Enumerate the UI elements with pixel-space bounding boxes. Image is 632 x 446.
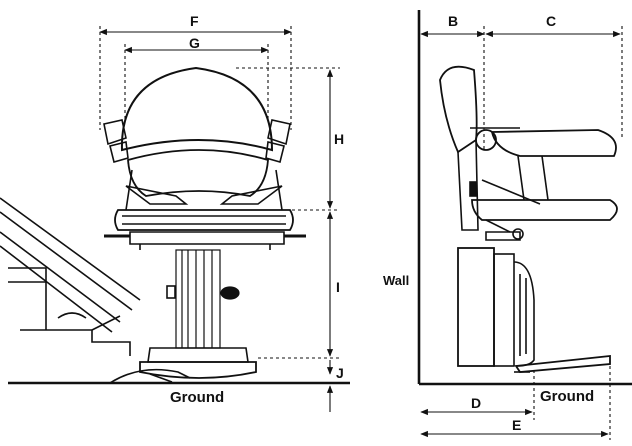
dim-label-b: B xyxy=(448,13,459,29)
dim-label-h: H xyxy=(334,131,345,147)
ground-label-side: Ground xyxy=(540,388,595,405)
column xyxy=(166,249,240,349)
footplate xyxy=(139,361,257,379)
control-knob xyxy=(220,286,240,300)
ground-label-front: Ground xyxy=(170,389,225,406)
side-backrest xyxy=(439,65,478,154)
seat-cushion xyxy=(114,209,294,231)
side-footplate xyxy=(514,354,611,373)
dim-label-g: G xyxy=(189,35,200,51)
side-view xyxy=(417,10,632,386)
dim-label-e: E xyxy=(512,417,522,433)
dim-label-j: J xyxy=(336,365,344,381)
dim-label-d: D xyxy=(471,395,482,411)
dim-label-f: F xyxy=(190,13,199,29)
dim-label-c: C xyxy=(546,13,557,29)
dim-label-i: I xyxy=(336,279,340,295)
wall-label: Wall xyxy=(383,273,410,288)
front-view xyxy=(0,66,350,385)
side-dimensions xyxy=(420,26,623,440)
backrest xyxy=(120,66,274,152)
front-dimensions xyxy=(99,26,340,412)
staircase xyxy=(0,197,141,356)
side-armrest xyxy=(490,129,617,157)
side-seat xyxy=(471,199,618,221)
